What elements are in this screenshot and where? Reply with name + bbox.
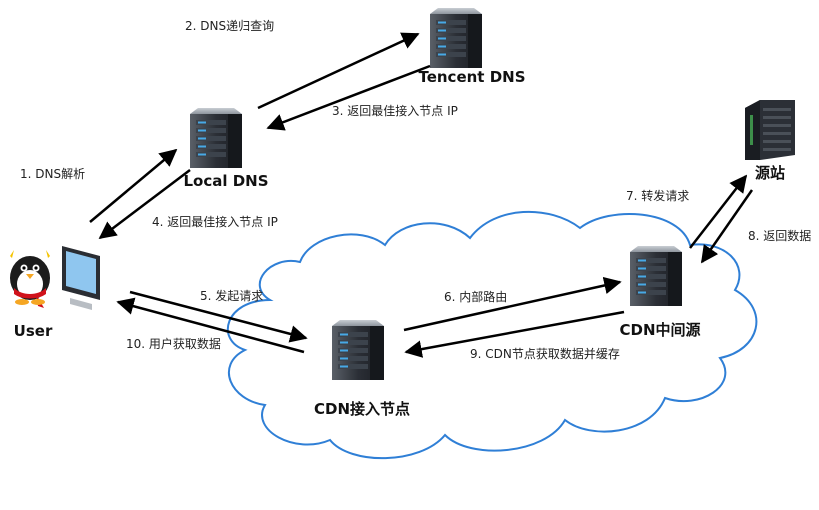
node-label-origin: 源站 — [755, 164, 785, 182]
arrow-5-request — [129, 290, 308, 343]
arrow-10-user-data — [116, 297, 305, 354]
arrow-1-dns-resolve — [89, 148, 178, 223]
step-label-2: 2. DNS递归查询 — [185, 19, 274, 33]
arrow-4-return-ip — [98, 169, 191, 240]
arrow-6-internal-route — [403, 276, 622, 332]
arrow-8-return-data — [700, 189, 754, 264]
user-penguin-icon — [10, 250, 50, 308]
tencent-dns-server-icon — [430, 8, 482, 68]
cdn-edge-server-icon — [332, 320, 384, 380]
origin-rack-icon — [745, 100, 795, 160]
arrow-3-return-ip — [266, 64, 431, 131]
step-label-8: 8. 返回数据 — [748, 228, 811, 243]
arrow-7-forward — [689, 174, 748, 249]
node-label-cdn-edge: CDN接入节点 — [314, 400, 410, 418]
node-label-tencent-dns: Tencent DNS — [418, 68, 525, 86]
arrow-9-cache — [404, 310, 625, 358]
node-label-user: User — [14, 322, 53, 340]
cdn-middle-server-icon — [630, 246, 682, 306]
step-label-10: 10. 用户获取数据 — [126, 336, 221, 351]
step-label-7: 7. 转发请求 — [626, 188, 689, 203]
user-monitor-icon — [62, 246, 100, 310]
node-label-cdn-middle: CDN中间源 — [619, 321, 700, 339]
step-label-9: 9. CDN节点获取数据并缓存 — [470, 346, 620, 361]
local-dns-server-icon — [190, 108, 242, 168]
step-label-5: 5. 发起请求 — [200, 288, 263, 303]
node-label-local-dns: Local DNS — [183, 172, 268, 190]
arrow-2-dns-recursive — [257, 32, 420, 110]
step-label-1: 1. DNS解析 — [20, 167, 85, 181]
step-label-6: 6. 内部路由 — [444, 289, 507, 304]
step-label-4: 4. 返回最佳接入节点 IP — [152, 214, 278, 229]
step-label-3: 3. 返回最佳接入节点 IP — [332, 103, 458, 118]
